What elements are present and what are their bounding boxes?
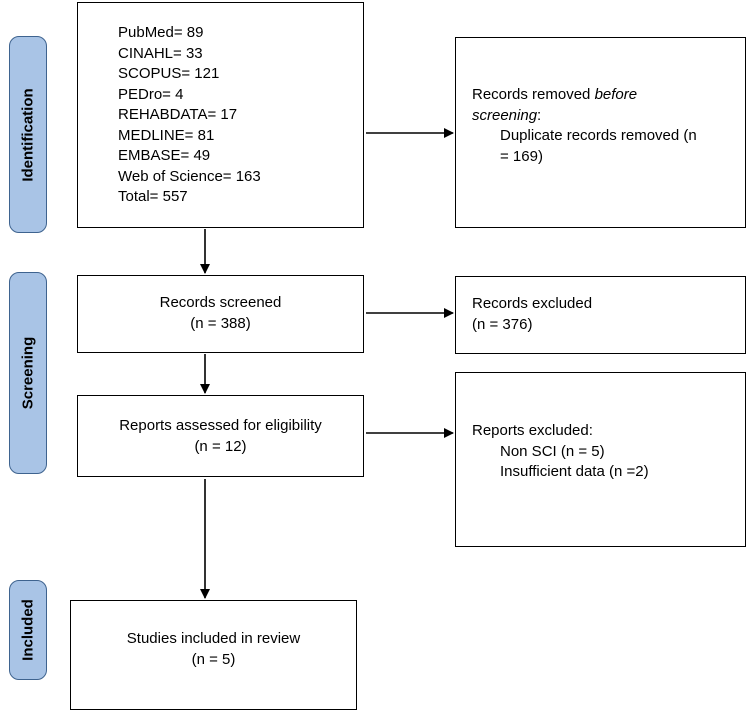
records-excluded-box: Records excluded (n = 376) (455, 276, 746, 354)
source-rehabdata: REHABDATA= 17 (118, 106, 238, 123)
source-cinahl: CINAHL= 33 (118, 44, 203, 62)
duplicates-removed-line2: = 169) (500, 147, 543, 165)
source-embase: EMBASE= 49 (118, 147, 211, 164)
studies-included-box: Studies included in review (n = 5) (70, 600, 357, 710)
studies-included-count: (n = 5) (191, 650, 236, 668)
records-removed-box: Records removed before screening: Duplic… (455, 37, 746, 228)
records-excluded-title: Records excluded (472, 295, 593, 312)
records-screened-title: Records screened (159, 294, 282, 311)
reports-excluded-reason-non-sci: Non SCI (n = 5) (500, 442, 605, 460)
reports-assessed-count: (n = 12) (194, 437, 247, 455)
reports-excluded-reason-insufficient-data: Insufficient data (n =2) (500, 463, 649, 480)
records-excluded-count: (n = 376) (472, 315, 533, 333)
records-identified-box: PubMed= 89 CINAHL= 33 SCOPUS= 121 PEDro=… (77, 2, 364, 228)
records-removed-title: Records removed before (472, 86, 638, 103)
reports-assessed-title: Reports assessed for eligibility (119, 417, 322, 434)
duplicates-removed-line1: Duplicate records removed (n (500, 127, 697, 144)
reports-excluded-title: Reports excluded: (472, 422, 593, 439)
source-pedro: PEDro= 4 (118, 85, 184, 103)
source-pubmed: PubMed= 89 (118, 24, 204, 41)
records-screened-count: (n = 388) (190, 314, 251, 332)
phase-included: Included (9, 580, 47, 680)
records-screened-box: Records screened (n = 388) (77, 275, 364, 353)
source-medline: MEDLINE= 81 (118, 126, 215, 144)
source-web-of-science: Web of Science= 163 (118, 167, 261, 185)
reports-assessed-box: Reports assessed for eligibility (n = 12… (77, 395, 364, 477)
studies-included-title: Studies included in review (126, 630, 301, 647)
source-scopus: SCOPUS= 121 (118, 65, 220, 82)
phase-screening: Screening (9, 272, 47, 474)
records-removed-title-suffix: screening: (472, 106, 542, 124)
source-total: Total= 557 (118, 188, 188, 205)
reports-excluded-box: Reports excluded: Non SCI (n = 5) Insuff… (455, 372, 746, 547)
phase-identification: Identification (9, 36, 47, 233)
